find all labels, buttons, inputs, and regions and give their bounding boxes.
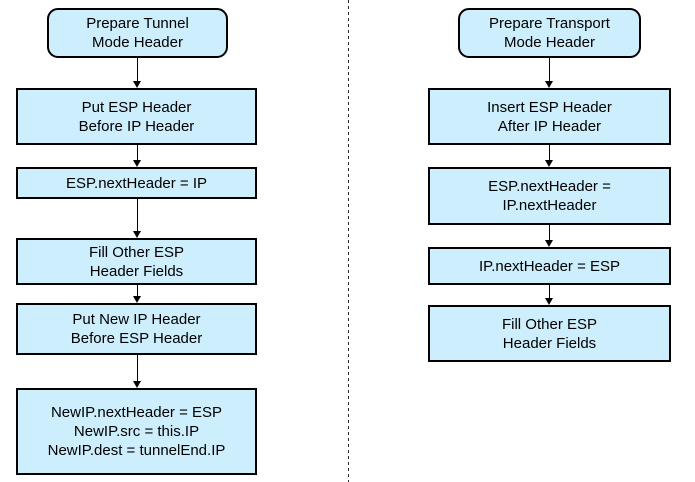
- node-ip-nextheader-equals-esp[interactable]: IP.nextHeader = ESP: [428, 247, 671, 285]
- arrow-down-icon: [133, 58, 142, 88]
- arrow-down-icon: [545, 285, 554, 305]
- arrow-down-icon: [545, 145, 554, 167]
- node-fill-other-esp-header-fields-transport[interactable]: Fill Other ESP Header Fields: [428, 305, 671, 362]
- node-insert-esp-header-after-ip-header[interactable]: Insert ESP Header After IP Header: [428, 88, 671, 145]
- arrow-down-icon: [133, 199, 142, 238]
- node-put-esp-header-before-ip-header[interactable]: Put ESP Header Before IP Header: [16, 88, 257, 145]
- node-put-new-ip-header-before-esp-header[interactable]: Put New IP Header Before ESP Header: [16, 303, 257, 355]
- arrow-down-icon: [133, 285, 142, 303]
- node-esp-nextheader-equals-ip-nextheader[interactable]: ESP.nextHeader = IP.nextHeader: [428, 167, 671, 225]
- arrow-down-icon: [133, 355, 142, 388]
- node-prepare-transport-mode-header[interactable]: Prepare Transport Mode Header: [458, 8, 641, 58]
- vertical-dashed-divider: [348, 0, 349, 482]
- arrow-down-icon: [545, 58, 554, 88]
- node-prepare-tunnel-mode-header[interactable]: Prepare Tunnel Mode Header: [47, 8, 228, 58]
- arrow-down-icon: [133, 145, 142, 167]
- node-esp-nextheader-equals-ip[interactable]: ESP.nextHeader = IP: [16, 167, 257, 199]
- node-newip-header-field-assignments[interactable]: NewIP.nextHeader = ESP NewIP.src = this.…: [16, 388, 257, 475]
- node-fill-other-esp-header-fields-tunnel[interactable]: Fill Other ESP Header Fields: [16, 238, 257, 285]
- arrow-down-icon: [545, 225, 554, 247]
